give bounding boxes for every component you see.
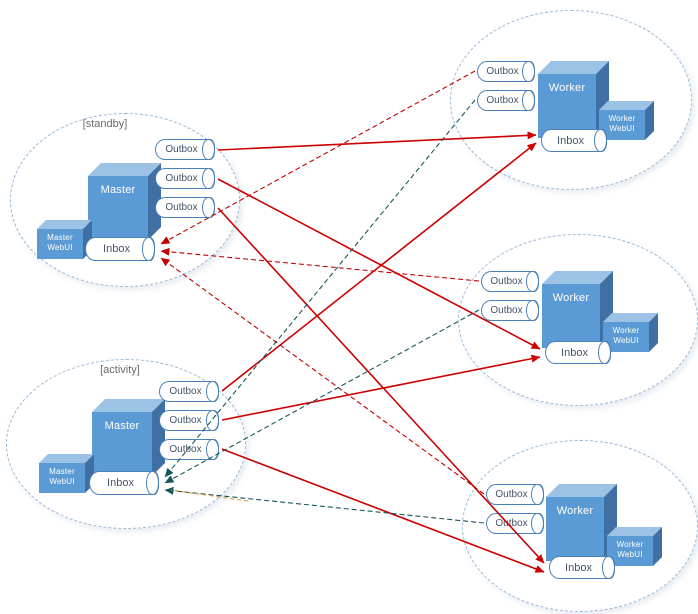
worker-3-box-label: Worker — [556, 505, 594, 517]
master-standby-inbox: Inbox — [85, 236, 156, 262]
webui-label-line1: Master — [47, 233, 73, 242]
outbox-label: Outbox — [169, 386, 202, 397]
worker-3-box: Worker — [546, 484, 617, 561]
master-standby-tag: [standby] — [82, 118, 128, 130]
cube-front-face: Worker — [538, 74, 596, 138]
webui-label-line2: WebUI — [613, 335, 639, 345]
outbox-label: Outbox — [486, 95, 519, 106]
cube-front-face: Master — [88, 176, 148, 240]
worker-2-outbox-2: Outbox — [481, 299, 540, 322]
outbox-label: Outbox — [169, 444, 202, 455]
outbox-label: Outbox — [169, 415, 202, 426]
master-activity-inbox: Inbox — [89, 470, 160, 496]
webui-label-line1: Worker — [612, 326, 640, 335]
worker-3-outbox-2: Outbox — [486, 512, 545, 535]
worker-2-inbox: Inbox — [545, 340, 612, 365]
outbox-label: Outbox — [486, 66, 519, 77]
worker-3-inbox: Inbox — [549, 555, 616, 580]
worker-1-inbox: Inbox — [541, 128, 608, 153]
worker-1-box-label: Worker — [548, 82, 586, 94]
worker-1-box: Worker — [538, 61, 609, 138]
cube-front-face: Worker — [546, 497, 604, 561]
webui-label-line1: Master — [49, 467, 75, 476]
outbox-label: Outbox — [495, 489, 528, 500]
worker-3-outbox-1: Outbox — [486, 483, 545, 506]
master-standby-box: Master — [88, 163, 161, 240]
outbox-label: Outbox — [490, 305, 523, 316]
outbox-label: Outbox — [165, 202, 198, 213]
webui-label-line2: WebUI — [49, 476, 75, 486]
master-standby-outbox-2: Outbox — [155, 167, 216, 190]
worker-2-box: Worker — [542, 271, 613, 348]
master-activity-box: Master — [92, 399, 165, 476]
webui-label-line1: Worker — [608, 114, 636, 123]
inbox-label: Inbox — [107, 477, 134, 489]
inbox-label: Inbox — [103, 243, 130, 255]
inbox-label: Inbox — [557, 134, 584, 147]
outbox-label: Outbox — [490, 276, 523, 287]
worker-1-outbox-2: Outbox — [477, 89, 536, 112]
master-activity-outbox-3: Outbox — [159, 438, 220, 461]
inbox-label: Inbox — [561, 346, 588, 359]
master-standby-outbox-3: Outbox — [155, 196, 216, 219]
master-activity-outbox-2: Outbox — [159, 409, 220, 432]
inbox-label: Inbox — [565, 561, 592, 574]
webui-label-line2: WebUI — [609, 123, 635, 133]
master-standby-box-label: Master — [100, 184, 136, 196]
webui-label-line2: WebUI — [47, 242, 73, 252]
cube-front-face: Master — [92, 412, 152, 476]
outbox-label: Outbox — [165, 144, 198, 155]
outbox-label: Outbox — [165, 173, 198, 184]
worker-2-box-label: Worker — [552, 292, 590, 304]
webui-label-line1: Worker — [616, 540, 644, 549]
worker-2-outbox-1: Outbox — [481, 270, 540, 293]
webui-label-line2: WebUI — [617, 549, 643, 559]
outbox-label: Outbox — [495, 518, 528, 529]
worker-1-outbox-1: Outbox — [477, 60, 536, 83]
master-activity-tag: [activity] — [100, 364, 140, 376]
master-activity-outbox-1: Outbox — [159, 380, 220, 403]
master-standby-outbox-1: Outbox — [155, 138, 216, 161]
cube-front-face: Worker — [542, 284, 600, 348]
master-activity-box-label: Master — [104, 420, 140, 432]
